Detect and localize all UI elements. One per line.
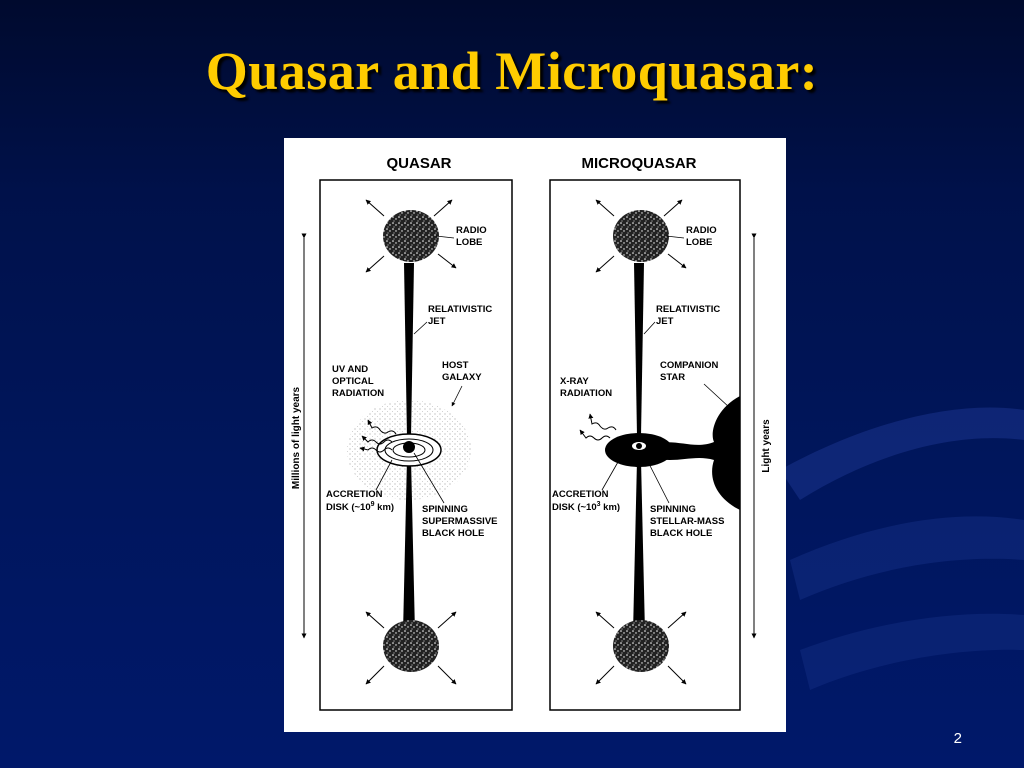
supermassive-black-hole [403, 441, 415, 453]
quasar-header: QUASAR [386, 155, 451, 172]
microquasar-disk-label: ACCRETION DISK (~103 km) [552, 489, 620, 513]
microquasar-radio-lobe-bottom [595, 611, 687, 685]
microquasar-jet-upper [634, 263, 644, 436]
quasar-jet-label: RELATIVISTIC JET [428, 304, 495, 327]
page-number: 2 [953, 730, 962, 747]
quasar-frame [319, 179, 513, 711]
uv-radiation-waves [359, 419, 397, 453]
quasar-panel: QUASAR Millions of light years [291, 155, 513, 711]
quasar-accretion-disk [376, 433, 442, 467]
quasar-jet-lower [403, 458, 415, 633]
microquasar-radio-lobe-label: RADIO LOBE [686, 225, 719, 248]
microquasar-axis-label: Light years [761, 419, 772, 473]
quasar-black-hole-label: SPINNING SUPERMASSIVE BLACK HOLE [422, 504, 500, 539]
microquasar-radio-lobe-top [595, 199, 687, 273]
microquasar-scale-axis: Light years [751, 233, 772, 639]
quasar-radio-lobe-label: RADIO LOBE [456, 225, 489, 248]
microquasar-panel: MICROQUASAR Light years [549, 155, 772, 711]
quasar-radio-lobe-top [365, 199, 457, 273]
companion-star [648, 396, 740, 510]
microquasar-jet-label: RELATIVISTIC JET [656, 304, 723, 327]
host-galaxy-label: HOST GALAXY [442, 360, 482, 383]
quasar-scale-axis: Millions of light years [291, 233, 307, 639]
quasar-disk-label: ACCRETION DISK (~109 km) [326, 489, 394, 513]
quasar-jet-upper [404, 263, 414, 438]
companion-star-label: COMPANION STAR [660, 360, 721, 383]
microquasar-black-hole-label: SPINNING STELLAR-MASS BLACK HOLE [650, 504, 727, 539]
stellar-mass-black-hole [636, 443, 642, 449]
microquasar-header: MICROQUASAR [582, 155, 697, 172]
quasar-radiation-label: UV AND OPTICAL RADIATION [332, 364, 384, 399]
x-ray-radiation-label: X-RAY RADIATION [560, 376, 612, 399]
quasar-radio-lobe-bottom [365, 611, 457, 685]
microquasar-jet-lower [633, 460, 645, 633]
quasar-axis-label: Millions of light years [291, 386, 302, 489]
slide-title: Quasar and Microquasar: [205, 41, 819, 101]
quasar-microquasar-diagram: QUASAR Millions of light years [284, 138, 786, 732]
x-ray-radiation-waves [579, 413, 617, 441]
microquasar-accretion-disk [605, 433, 673, 467]
